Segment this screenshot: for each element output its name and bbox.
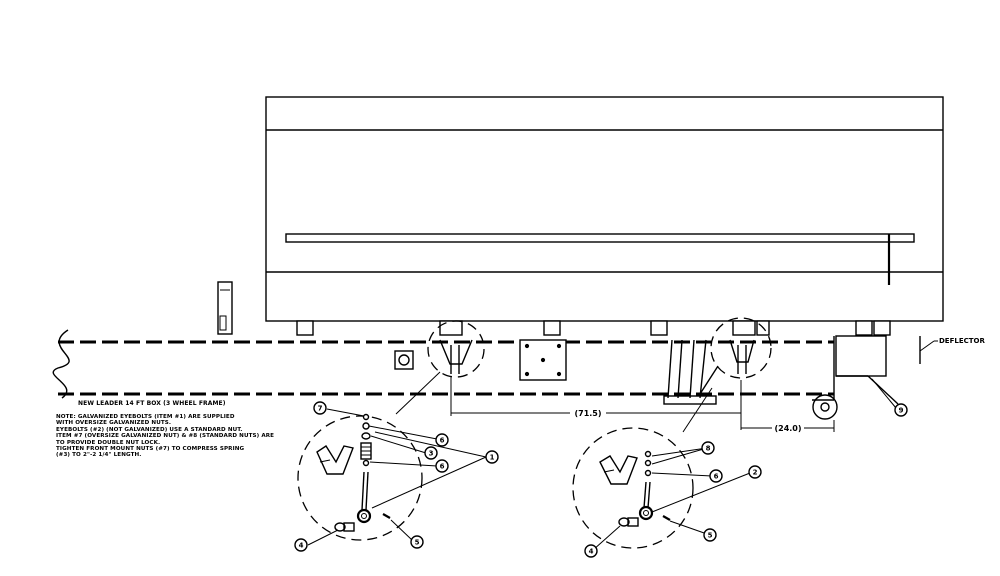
note-line: TO PROVIDE DOUBLE NUT LOCK. [56, 439, 161, 446]
callout-1-label: 1 [490, 454, 495, 462]
callout-4-rear-label: 4 [589, 548, 594, 556]
callout-4-front: 4 [294, 538, 308, 552]
note-line: EYEBOLTS (#2) (NOT GALVANIZED) USE A STA… [56, 426, 243, 433]
callout-7: 7 [313, 401, 327, 415]
note-line: TIGHTEN FRONT MOUNT NUTS (#7) TO COMPRES… [56, 446, 245, 453]
note-line: NOTE: GALVANIZED EYEBOLTS (ITEM #1) ARE … [56, 414, 235, 420]
front-exploded-view [297, 413, 423, 541]
callout-9-label: 9 [899, 407, 904, 415]
frame-plate-large [519, 339, 567, 381]
callout-5-front: 5 [410, 535, 424, 549]
dimension-mount-spacing-label: (71.5) [574, 409, 601, 418]
note-line: (#3) TO 2"-2 1/4" LENGTH. [56, 452, 142, 459]
callout-6-upper: 6 [435, 433, 449, 447]
notes-body: NOTE: GALVANIZED EYEBOLTS (ITEM #1) ARE … [56, 414, 274, 459]
callout-6-lower-label: 6 [440, 463, 445, 471]
note-line: WITH OVERSIZE GALVANIZED NUTS. [56, 420, 172, 427]
callout-9: 9 [894, 403, 908, 417]
spreader-box [265, 96, 944, 322]
rear-mount [710, 317, 772, 379]
callout-5-front-label: 5 [415, 539, 420, 547]
callout-2-label: 2 [753, 469, 758, 477]
spinner-bracket [663, 339, 719, 405]
callout-1: 1 [485, 450, 499, 464]
callout-3: 3 [424, 446, 438, 460]
note-line: ITEM #7 (OVERSIZE GALVANIZED NUT) & #8 (… [56, 433, 275, 440]
frame-plate-small [394, 350, 414, 370]
deflector-leader [919, 340, 938, 352]
frame-rail [52, 329, 835, 401]
callout-6-upper-label: 6 [440, 437, 445, 445]
leader-lines [307, 378, 897, 551]
front-mount [427, 320, 485, 378]
callout-6-rear-label: 6 [714, 473, 719, 481]
callout-4-front-label: 4 [299, 542, 304, 550]
callout-6-rear: 6 [709, 469, 723, 483]
deflector-label: DEFLECTOR [939, 337, 985, 345]
detail-links [395, 371, 713, 433]
callout-2: 2 [748, 465, 762, 479]
callout-7-label: 7 [318, 405, 323, 413]
callout-8-label: 8 [706, 445, 711, 453]
front-post [217, 281, 233, 335]
callout-8: 8 [701, 441, 715, 455]
callout-3-label: 3 [429, 450, 434, 458]
callout-5-rear: 5 [703, 528, 717, 542]
callout-4-rear: 4 [584, 544, 598, 558]
callout-5-rear-label: 5 [708, 532, 713, 540]
mount-blocks [296, 320, 891, 336]
drawing-title: NEW LEADER 14 FT BOX (3 WHEEL FRAME) [78, 400, 226, 407]
dimension-rear-offset-label: (24.0) [774, 424, 801, 433]
rear-exploded-view [572, 427, 694, 549]
callout-6-lower: 6 [435, 459, 449, 473]
